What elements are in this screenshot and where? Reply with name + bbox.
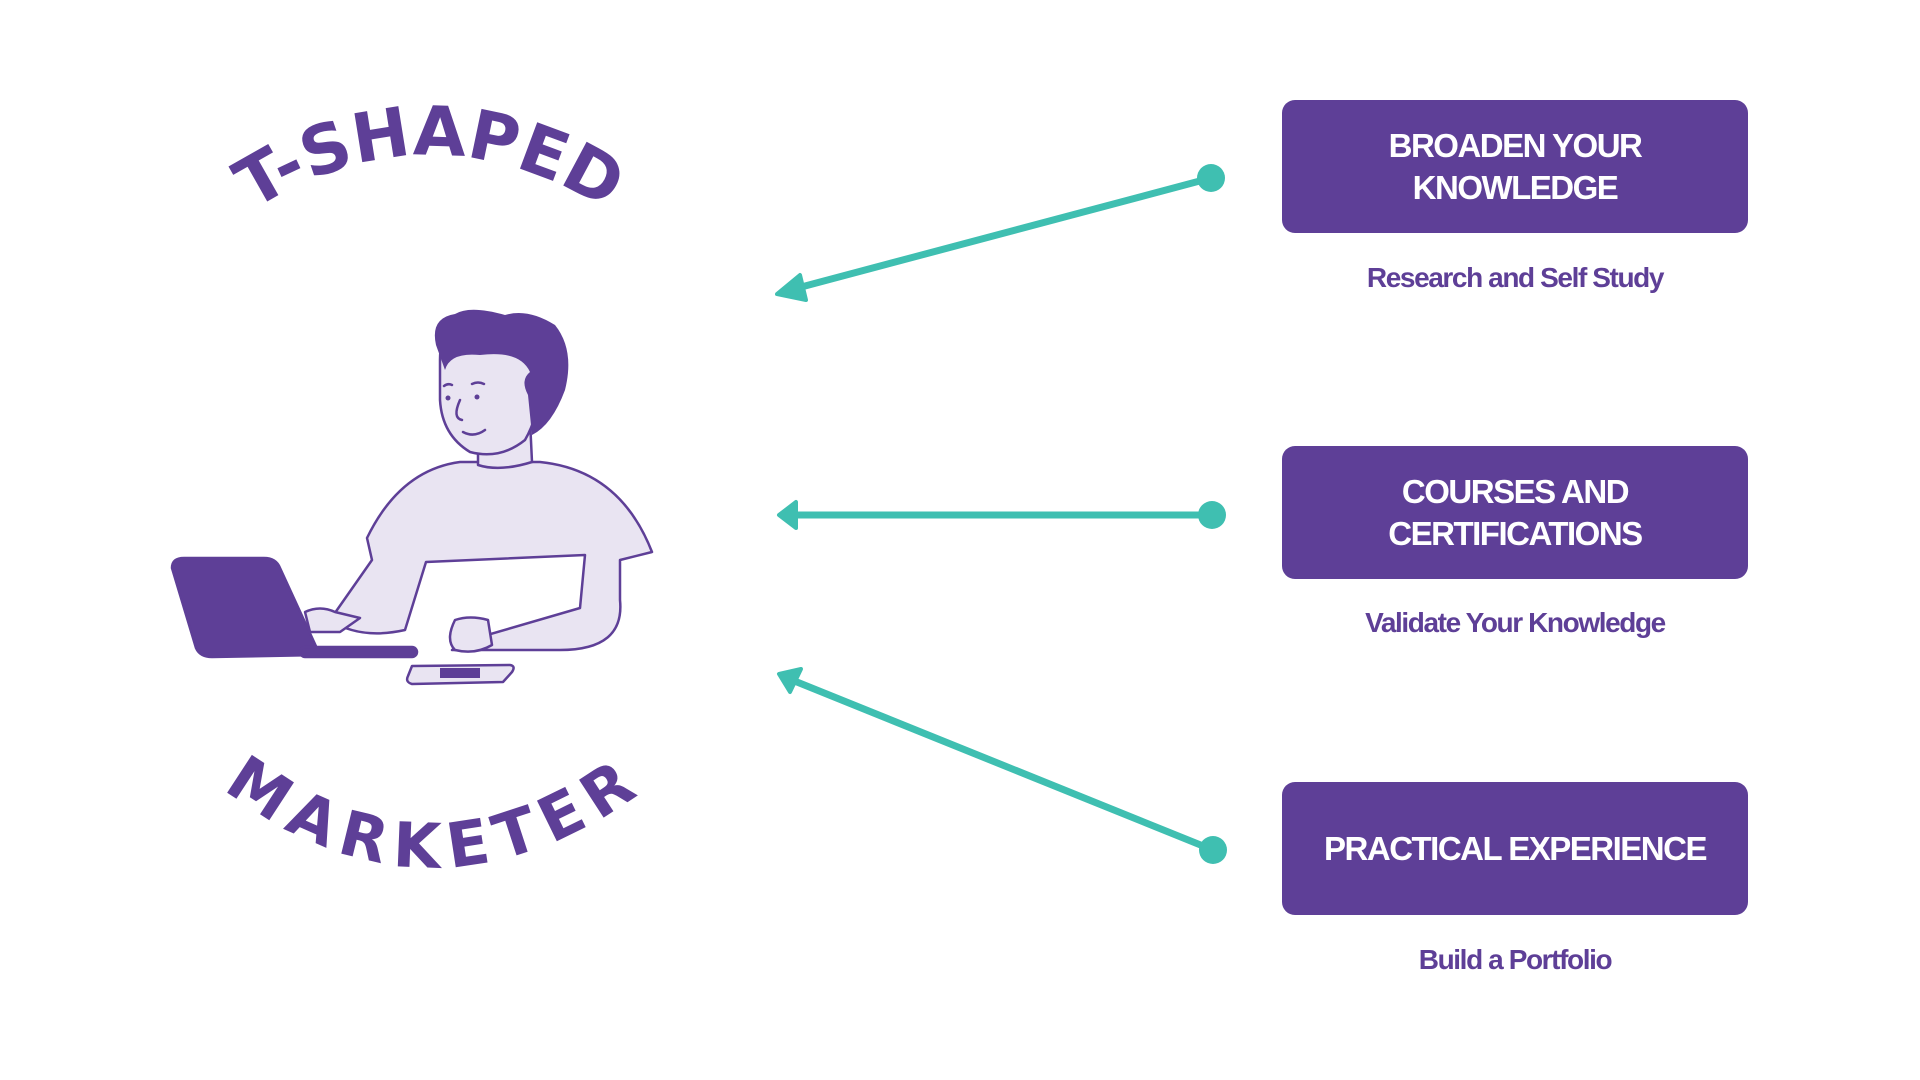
smile bbox=[461, 428, 487, 436]
arrow-1 bbox=[775, 164, 1225, 302]
left-eye bbox=[445, 395, 451, 401]
subtitle-build-portfolio: Build a Portfolio bbox=[1418, 944, 1613, 975]
title-top-arc: T-SHAPED bbox=[222, 92, 637, 224]
nose bbox=[455, 398, 464, 422]
left-brow bbox=[442, 382, 454, 388]
arrow-2-head bbox=[777, 500, 798, 530]
person-illustration bbox=[170, 309, 654, 686]
arrow-3 bbox=[777, 667, 1227, 864]
box-courses-certifications: COURSES AND CERTIFICATIONS bbox=[1282, 446, 1748, 579]
arrow-1-head bbox=[775, 273, 808, 302]
arrow-3-head bbox=[777, 667, 803, 694]
laptop bbox=[170, 556, 322, 659]
title-bottom-arc-text: MARKETER bbox=[214, 741, 645, 884]
right-hand bbox=[448, 616, 494, 653]
arrow-1-line bbox=[789, 174, 1212, 294]
arrow-3-dot bbox=[1199, 836, 1227, 864]
box-broaden-knowledge-title: BROADEN YOUR KNOWLEDGE bbox=[1388, 126, 1643, 206]
right-brow bbox=[470, 381, 486, 386]
phone-screen bbox=[440, 668, 480, 678]
box-courses-certifications-title: COURSES AND CERTIFICATIONS bbox=[1388, 472, 1643, 552]
arrow-2 bbox=[777, 500, 1226, 530]
subtitle-research-self-study: Research and Self Study bbox=[1366, 262, 1665, 293]
arrow-1-dot bbox=[1197, 164, 1225, 192]
title-bottom-arc: MARKETER bbox=[214, 741, 655, 884]
right-eye bbox=[474, 394, 480, 400]
arrow-3-line bbox=[790, 676, 1215, 854]
title-top-arc-text: T-SHAPED bbox=[222, 92, 637, 224]
arrows bbox=[775, 164, 1227, 864]
box-practical-experience-title: PRACTICAL EXPERIENCE bbox=[1324, 829, 1707, 867]
laptop-base bbox=[298, 645, 419, 659]
arrow-2-dot bbox=[1198, 501, 1226, 529]
box-broaden-knowledge: BROADEN YOUR KNOWLEDGE bbox=[1282, 100, 1748, 233]
box-practical-experience: PRACTICAL EXPERIENCE bbox=[1282, 782, 1748, 915]
subtitle-validate-knowledge: Validate Your Knowledge bbox=[1365, 607, 1666, 638]
hair bbox=[434, 309, 569, 435]
shirt bbox=[328, 460, 654, 652]
left-hand bbox=[303, 607, 362, 634]
